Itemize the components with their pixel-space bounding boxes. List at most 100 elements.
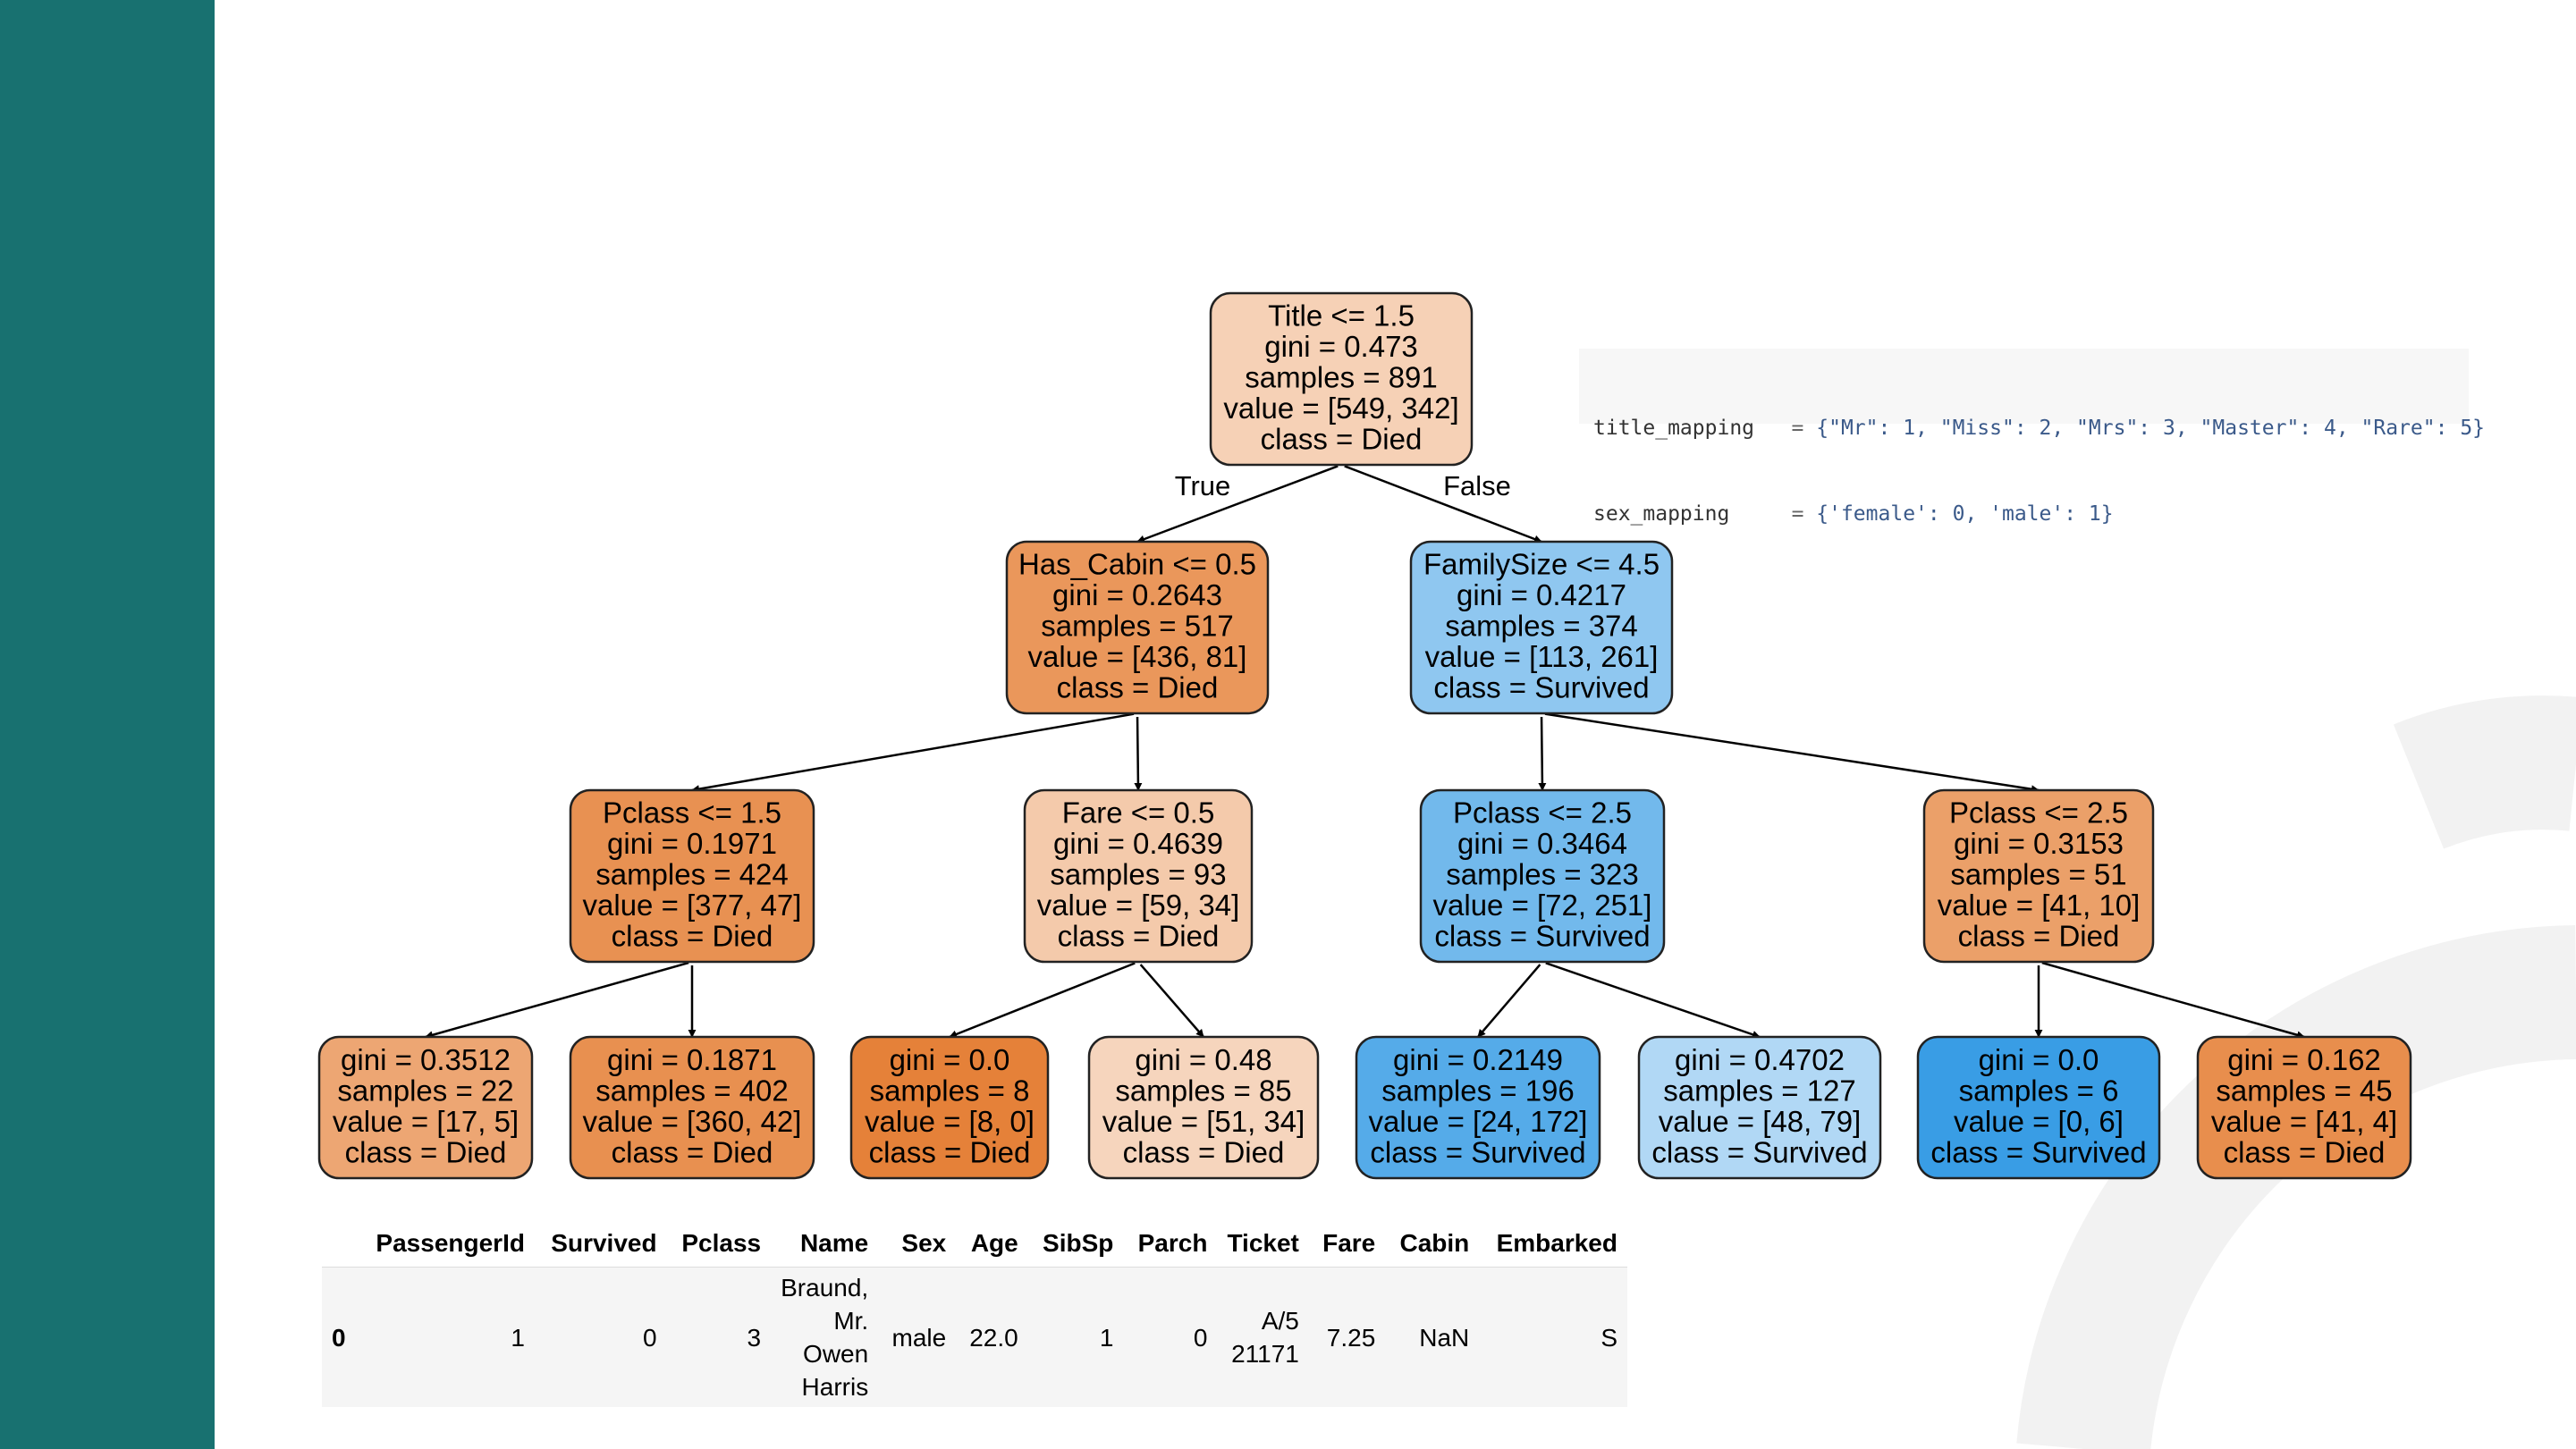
tree-node-box	[849, 1035, 1050, 1180]
tree-node-line: samples = 323	[1446, 858, 1639, 891]
column-header-passengerid: PassengerId	[357, 1220, 535, 1268]
tree-node-line: class = Died	[1057, 671, 1219, 704]
tree-node-line: class = Survived	[1434, 920, 1650, 953]
tree-node-box	[569, 1035, 815, 1180]
column-header-name: Name	[771, 1220, 879, 1268]
tree-node-line: gini = 0.48	[1135, 1043, 1271, 1076]
tree-node-line: class = Died	[612, 1135, 773, 1168]
row-index: 0	[322, 1267, 358, 1407]
cell-pclass: 3	[666, 1267, 772, 1407]
tree-edge-root-to-has-cabin	[1136, 465, 1339, 543]
tree-node-line: gini = 0.1971	[607, 827, 777, 860]
tree-node-line: class = Died	[612, 920, 773, 953]
tree-node-line: gini = 0.3464	[1457, 827, 1627, 860]
tree-node-line: Has_Cabin <= 0.5	[1018, 548, 1256, 581]
tree-node-line: samples = 424	[595, 858, 789, 891]
tree-node-line: gini = 0.0	[890, 1043, 1010, 1076]
tree-node-line: class = Survived	[1433, 671, 1649, 704]
tree-edge-family-size-to-pclass-2	[1538, 716, 1547, 791]
tree-node-line: gini = 0.0	[1979, 1043, 2099, 1076]
tree-node-line: class = Died	[869, 1135, 1031, 1168]
tree-node-line: class = Died	[1058, 920, 1220, 953]
tree-node-line: class = Survived	[1930, 1135, 2146, 1168]
tree-node-box	[1005, 540, 1270, 715]
tree-node-box	[1419, 788, 1666, 964]
tree-node-line: class = Survived	[1370, 1135, 1585, 1168]
tree-node-box	[569, 788, 815, 964]
tree-node-box	[1087, 1035, 1320, 1180]
tree-node-line: class = Died	[1261, 423, 1423, 456]
tree-node-box	[1023, 788, 1254, 964]
tree-node-line: gini = 0.2149	[1393, 1043, 1563, 1076]
tree-edge-has-cabin-to-pclass-1	[691, 712, 1135, 794]
tree-edge-fare-to-leaf-3	[949, 962, 1136, 1039]
tree-node-line: class = Died	[1958, 920, 2120, 953]
tree-edge-fare-to-leaf-4	[1139, 964, 1204, 1038]
tree-node-line: gini = 0.4639	[1053, 827, 1223, 860]
title-mapping-line: title_mapping = {"Mr": 1, "Miss": 2, "Mr…	[1593, 417, 2486, 440]
tree-node-line: gini = 0.1871	[607, 1043, 777, 1076]
tree-node-line: samples = 402	[595, 1074, 789, 1107]
column-header-cabin: Cabin	[1385, 1220, 1480, 1268]
tree-node-line: value = [0, 6]	[1954, 1105, 2124, 1138]
tree-node-line: Fare <= 0.5	[1062, 796, 1215, 830]
tree-node-line: value = [48, 79]	[1659, 1105, 1862, 1138]
tree-edge-pclass-1-to-leaf-1	[425, 961, 689, 1040]
tree-node-line: class = Survived	[1651, 1135, 1867, 1168]
tree-node-line: Pclass <= 2.5	[1453, 796, 1632, 830]
tree-node-line: samples = 85	[1115, 1074, 1291, 1107]
cell-name: Braund, Mr. Owen Harris	[771, 1267, 879, 1407]
dataframe-preview: PassengerId Survived Pclass Name Sex Age…	[322, 1220, 1627, 1407]
sex-mapping-name: sex_mapping	[1593, 502, 1730, 526]
column-header-pclass: Pclass	[666, 1220, 772, 1268]
tree-node-line: samples = 517	[1041, 610, 1234, 643]
dataframe-table: PassengerId Survived Pclass Name Sex Age…	[322, 1220, 1627, 1407]
table-row: 0 1 0 3 Braund, Mr. Owen Harris male 22.…	[322, 1267, 1627, 1407]
tree-node-line: value = [51, 34]	[1102, 1105, 1305, 1138]
cell-passengerid: 1	[357, 1267, 535, 1407]
column-header-sibsp: SibSp	[1027, 1220, 1124, 1268]
column-header-ticket: Ticket	[1217, 1220, 1309, 1268]
tree-node-line: Pclass <= 1.5	[603, 796, 781, 830]
tree-node-box	[1209, 291, 1474, 467]
tree-node-box	[1355, 1035, 1601, 1180]
cell-sibsp: 1	[1027, 1267, 1124, 1407]
cell-sex: male	[878, 1267, 957, 1407]
tree-node-line: gini = 0.2643	[1052, 578, 1222, 611]
tree-edge-pclass-2-to-leaf-5	[1477, 964, 1541, 1038]
column-header-survived: Survived	[534, 1220, 667, 1268]
tree-edge-pclass-2-to-leaf-6	[1545, 962, 1761, 1039]
tree-node-line: samples = 93	[1050, 858, 1226, 891]
column-header-fare: Fare	[1308, 1220, 1386, 1268]
tree-node-box	[317, 1035, 534, 1180]
tree-node-line: gini = 0.4702	[1675, 1043, 1845, 1076]
tree-node-line: Title <= 1.5	[1268, 299, 1415, 333]
column-header-age: Age	[956, 1220, 1028, 1268]
cell-cabin: NaN	[1385, 1267, 1480, 1407]
tree-node-line: samples = 45	[2216, 1074, 2392, 1107]
tree-node-line: samples = 8	[870, 1074, 1030, 1107]
tree-node-line: value = [549, 342]	[1223, 392, 1458, 425]
cell-embarked: S	[1479, 1267, 1627, 1407]
tree-node-box	[1637, 1035, 1882, 1180]
tree-node-line: class = Died	[1123, 1135, 1285, 1168]
tree-edge-has-cabin-to-fare	[1134, 716, 1143, 791]
title-mapping-value: {"Mr": 1, "Miss": 2, "Mrs": 3, "Master":…	[1816, 417, 2486, 440]
tree-node-line: value = [113, 261]	[1425, 640, 1659, 673]
tree-node-line: value = [377, 47]	[583, 889, 802, 922]
column-header-parch: Parch	[1123, 1220, 1218, 1268]
tree-node-line: value = [41, 10]	[1938, 889, 2141, 922]
tree-node-line: class = Died	[345, 1135, 507, 1168]
dataframe-header-row: PassengerId Survived Pclass Name Sex Age…	[322, 1220, 1627, 1268]
tree-node-line: gini = 0.3512	[341, 1043, 511, 1076]
sex-mapping-value: {'female': 0, 'male': 1}	[1816, 502, 2114, 526]
